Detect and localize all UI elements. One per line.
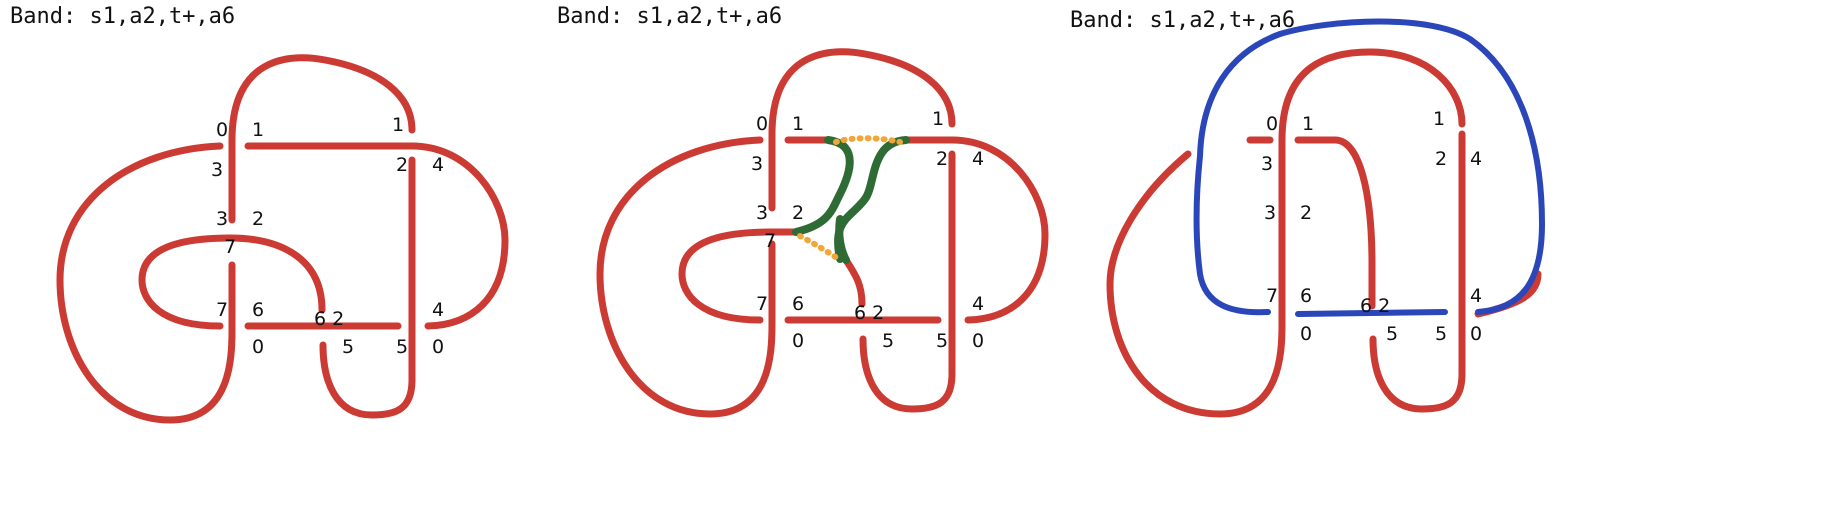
crossing-label: 3 xyxy=(1261,153,1273,175)
band-green-left xyxy=(792,136,854,236)
crossing-label: 5 xyxy=(1386,323,1398,345)
crossing-label: 3 xyxy=(1264,202,1276,224)
panel-2-title: Band: s1,a2,t+,a6 xyxy=(557,4,783,29)
knot-strand-inner-loop-right xyxy=(842,256,866,308)
knot-strand-right-vertical xyxy=(859,150,956,413)
crossing-label: 5 xyxy=(936,330,948,352)
crossing-label: 6 xyxy=(252,299,264,321)
crossing-label: 4 xyxy=(1470,148,1482,170)
crossing-label: 6 2 xyxy=(1360,295,1390,317)
panel-3-title: Band: s1,a2,t+,a6 xyxy=(1070,8,1296,33)
crossing-label: 5 xyxy=(1435,323,1447,345)
crossing-label: 0 xyxy=(1470,323,1482,345)
crossing-label: 7 xyxy=(756,293,768,315)
crossing-label: 1 xyxy=(792,113,804,135)
band-blue xyxy=(1193,18,1545,317)
knot-strand-inner xyxy=(1294,136,1376,310)
crossing-label: 0 xyxy=(792,330,804,352)
crossing-label: 7 xyxy=(216,299,228,321)
crossing-label: 6 xyxy=(1300,285,1312,307)
knot-strand-horizontal-1-right xyxy=(902,136,1049,324)
knot-strand-horizontal-1 xyxy=(244,142,509,330)
crossing-label: 6 xyxy=(792,293,804,315)
knot-strand-left-big-arc xyxy=(596,136,776,418)
crossing-label: 0 xyxy=(252,336,264,358)
band-dots-top xyxy=(833,135,903,145)
crossing-label: 0 xyxy=(1266,113,1278,135)
crossing-label: 1 xyxy=(1302,113,1314,135)
crossing-label: 0 xyxy=(972,330,984,352)
knot-diagram-3: 0 1 1 3 2 4 3 2 7 6 6 2 4 0 5 5 0 xyxy=(1106,18,1545,418)
crossing-label: 2 xyxy=(936,148,948,170)
crossing-label: 1 xyxy=(932,108,944,130)
crossing-label: 2 xyxy=(252,208,264,230)
crossing-label: 0 xyxy=(1300,323,1312,345)
crossing-label: 4 xyxy=(972,293,984,315)
knot-strand-inner-loop xyxy=(138,234,326,330)
crossing-label: 4 xyxy=(432,299,444,321)
crossing-label: 7 xyxy=(764,230,776,252)
band-dots-bottom xyxy=(797,233,843,263)
knot-strand-top-arc xyxy=(228,54,416,144)
crossing-label: 4 xyxy=(972,148,984,170)
panel-1-title: Band: s1,a2,t+,a6 xyxy=(10,4,236,29)
knot-strand-left-big-arc xyxy=(1106,48,1466,418)
crossing-label: 7 xyxy=(224,236,236,258)
knot-strand-inner-loop-left xyxy=(678,228,800,324)
knot-diagram-1: 0 1 1 3 2 4 3 2 7 7 6 6 2 4 0 5 5 0 xyxy=(56,54,509,424)
crossing-label: 3 xyxy=(211,159,223,181)
crossing-label: 0 xyxy=(216,119,228,141)
crossing-label: 6 2 xyxy=(854,302,884,324)
crossing-label: 2 xyxy=(792,202,804,224)
knot-strand-right-vertical xyxy=(1369,130,1466,413)
crossing-label: 2 xyxy=(1435,148,1447,170)
crossing-label: 7 xyxy=(1266,285,1278,307)
crossing-label: 2 xyxy=(396,154,408,176)
knot-strand-top-arc xyxy=(768,48,956,138)
crossing-label: 3 xyxy=(751,153,763,175)
crossing-label: 5 xyxy=(342,336,354,358)
crossing-label: 6 2 xyxy=(314,308,344,330)
crossing-label: 1 xyxy=(252,119,264,141)
crossing-label: 4 xyxy=(432,154,444,176)
band-green-bottom xyxy=(835,215,850,264)
crossing-label: 0 xyxy=(432,336,444,358)
crossing-label: 4 xyxy=(1470,285,1482,307)
crossing-label: 0 xyxy=(756,113,768,135)
crossing-label: 1 xyxy=(1433,108,1445,130)
knot-strand-left-big-arc xyxy=(56,142,236,424)
crossing-label: 2 xyxy=(1300,202,1312,224)
knot-strand-right-vertical xyxy=(319,156,416,419)
crossing-label: 1 xyxy=(392,114,404,136)
crossing-label: 3 xyxy=(216,208,228,230)
crossing-label: 5 xyxy=(882,330,894,352)
crossing-label: 5 xyxy=(396,336,408,358)
knot-diagram-2: 0 1 1 3 2 4 3 2 7 7 6 6 2 4 0 5 5 0 xyxy=(596,48,1049,418)
crossing-label: 3 xyxy=(756,202,768,224)
